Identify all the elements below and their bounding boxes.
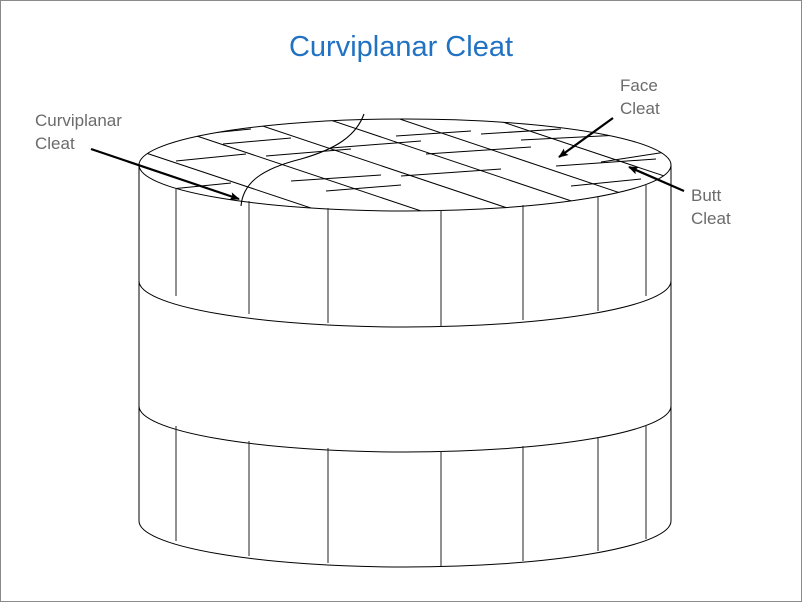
band-boundary (138, 280, 672, 328)
label-line: Cleat (35, 134, 75, 153)
label-line: Curviplanar (35, 111, 122, 130)
butt-cleat-arrow (628, 165, 685, 193)
face-cleat-arrow (558, 117, 614, 158)
side-cleat-lines-upper (175, 184, 647, 327)
band-boundary (138, 405, 672, 453)
curviplanar-arrow (90, 147, 240, 201)
butt-cleats (170, 128, 667, 192)
side-cleat-lines-lower (175, 425, 647, 566)
label-line: Cleat (691, 209, 731, 228)
label-line: Face (620, 76, 658, 95)
label-line: Butt (691, 186, 722, 205)
cylinder-bottom (138, 520, 672, 568)
diagram-title: Curviplanar Cleat (288, 31, 514, 63)
curviplanar-cleat-trace (240, 113, 365, 207)
label-line: Cleat (620, 99, 660, 118)
